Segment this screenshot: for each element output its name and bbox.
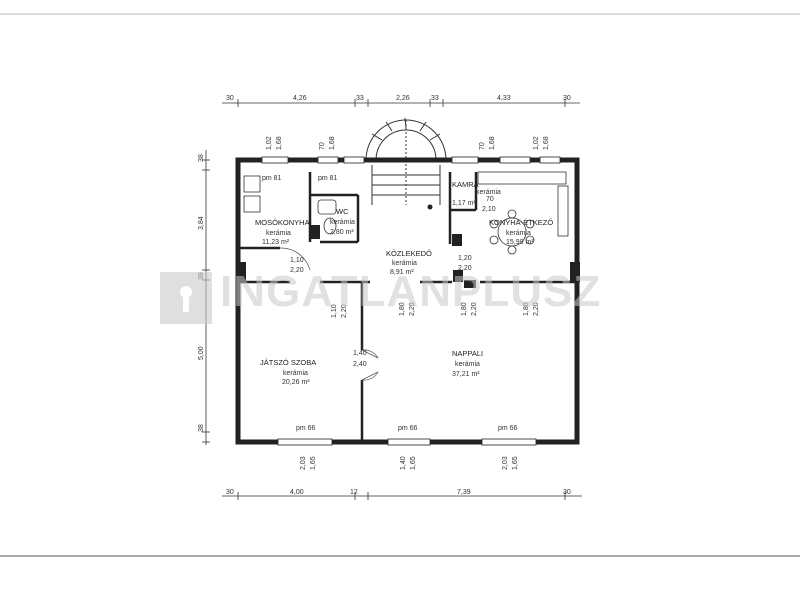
door-label-laundry-w: 1,10	[290, 257, 304, 264]
door-label-play-side-w: 1,40	[353, 350, 367, 357]
watermark-text: INGATLANPLUSZ	[220, 267, 601, 316]
dim-bottom-0: 30	[226, 489, 234, 496]
svg-text:1,17 m²: 1,17 m²	[452, 200, 476, 207]
svg-text:kerámia: kerámia	[506, 230, 531, 237]
svg-text:kerámia: kerámia	[455, 361, 480, 368]
dim-top-2: 33	[356, 95, 364, 102]
svg-text:2,80 m²: 2,80 m²	[330, 229, 354, 236]
window-label-bottom-5: 2,03	[502, 456, 509, 470]
svg-text:kerámia: kerámia	[266, 230, 291, 237]
door-label-living-top-w: 1,80	[399, 302, 406, 316]
window-label-top-6: 1,68	[489, 136, 496, 150]
sill-label-pm66-right: pm 66	[498, 425, 518, 432]
room-label-kitchen: KONYHA-ÉTKEZŐ kerámia 15,99 m²	[489, 218, 553, 246]
dim-bottom-2: 12	[350, 489, 358, 496]
door-label-living-top2-w: 1,80	[461, 302, 468, 316]
dim-bottom-4: 30	[563, 489, 571, 496]
svg-text:KONYHA-ÉTKEZŐ: KONYHA-ÉTKEZŐ	[489, 218, 553, 227]
sill-label-pm81-left: pm 81	[262, 175, 282, 182]
dim-top-6: 30	[563, 95, 571, 102]
dim-top-4: 33	[431, 95, 439, 102]
svg-text:WC: WC	[336, 207, 349, 216]
door-label-hall-h: 2,20	[458, 265, 472, 272]
room-label-pantry: KAMRA kerámia 1,17 m²	[452, 180, 501, 207]
laundry-fixtures	[243, 175, 337, 235]
dim-left-3: 5,00	[198, 346, 205, 360]
door-label-hall-w: 1,20	[458, 255, 472, 262]
window-label-top-3: 70	[319, 142, 326, 150]
room-label-living: NAPPALI kerámia 37,21 m²	[452, 349, 483, 378]
svg-text:20,26 m²: 20,26 m²	[282, 379, 310, 386]
dim-top-5: 4,33	[497, 95, 511, 102]
windows-top	[261, 156, 561, 164]
dim-bottom-3: 7,39	[457, 489, 471, 496]
dimension-chain-top	[222, 99, 580, 107]
window-label-top-4: 1,68	[329, 136, 336, 150]
window-label-top-1: 1,02	[266, 136, 273, 150]
door-swings	[279, 247, 379, 381]
dim-top-0: 30	[226, 95, 234, 102]
dim-top-3: 2,26	[396, 95, 410, 102]
door-label-pantry-w: 70	[486, 196, 494, 203]
staircase	[365, 117, 447, 205]
window-label-top-7: 1,02	[533, 136, 540, 150]
window-label-top-5: 70	[479, 142, 486, 150]
svg-text:8,91 m²: 8,91 m²	[390, 269, 414, 276]
dim-bottom-1: 4,00	[290, 489, 304, 496]
door-label-play-top-h: 2,20	[341, 304, 348, 318]
interior-walls	[238, 172, 577, 442]
door-label-living-right-h: 2,20	[533, 302, 540, 316]
window-label-top-2: 1,68	[276, 136, 283, 150]
structural-columns	[236, 225, 580, 288]
door-label-laundry-h: 2,20	[290, 267, 304, 274]
svg-text:KÖZLEKEDŐ: KÖZLEKEDŐ	[386, 249, 432, 258]
window-label-bottom-3: 1,40	[400, 456, 407, 470]
window-label-bottom-6: 1,65	[512, 456, 519, 470]
svg-text:NAPPALI: NAPPALI	[452, 349, 483, 358]
room-label-laundry: MOSÓKONYHA kerámia 11,23 m²	[255, 218, 310, 246]
sill-label-pm81-right: pm 81	[318, 175, 338, 182]
windows-bottom	[277, 438, 537, 446]
sill-label-pm66-left: pm 66	[296, 425, 316, 432]
dim-left-0: 38	[198, 154, 205, 162]
svg-text:37,21 m²: 37,21 m²	[452, 371, 480, 378]
svg-text:11,23 m²: 11,23 m²	[262, 239, 290, 246]
svg-text:15,99 m²: 15,99 m²	[506, 239, 534, 246]
door-label-play-top-w: 1,10	[331, 304, 338, 318]
window-label-bottom-2: 1,65	[310, 456, 317, 470]
room-label-playroom: JÁTSZÓ SZOBA kerámia 20,26 m²	[260, 358, 316, 386]
dim-left-4: 38	[198, 424, 205, 432]
sill-label-pm66-mid: pm 66	[398, 425, 418, 432]
door-label-living-top-h: 2,20	[409, 302, 416, 316]
svg-text:kerámia: kerámia	[392, 260, 417, 267]
window-label-top-8: 1,68	[543, 136, 550, 150]
door-label-living-top2-h: 2,20	[471, 302, 478, 316]
svg-text:KAMRA: KAMRA	[452, 180, 479, 189]
svg-text:kerámia: kerámia	[330, 219, 355, 226]
room-label-hall: KÖZLEKEDŐ kerámia 8,91 m²	[386, 249, 432, 276]
svg-text:MOSÓKONYHA: MOSÓKONYHA	[255, 218, 310, 227]
window-label-bottom-1: 2,03	[300, 456, 307, 470]
svg-text:kerámia: kerámia	[283, 370, 308, 377]
door-label-living-right-w: 1,80	[523, 302, 530, 316]
dimension-chain-bottom	[222, 492, 582, 500]
dim-top-1: 4,26	[293, 95, 307, 102]
stair-post	[427, 204, 433, 210]
svg-text:JÁTSZÓ SZOBA: JÁTSZÓ SZOBA	[260, 358, 316, 367]
svg-text:kerámia: kerámia	[476, 189, 501, 196]
door-label-play-side-h: 2,40	[353, 361, 367, 368]
kitchen-furniture	[477, 171, 569, 255]
watermark: INGATLANPLUSZ	[160, 267, 601, 324]
window-label-bottom-4: 1,65	[410, 456, 417, 470]
door-label-pantry-h: 2,10	[482, 206, 496, 213]
dim-left-1: 3,84	[198, 216, 205, 230]
room-label-wc: WC kerámia 2,80 m²	[330, 207, 355, 236]
